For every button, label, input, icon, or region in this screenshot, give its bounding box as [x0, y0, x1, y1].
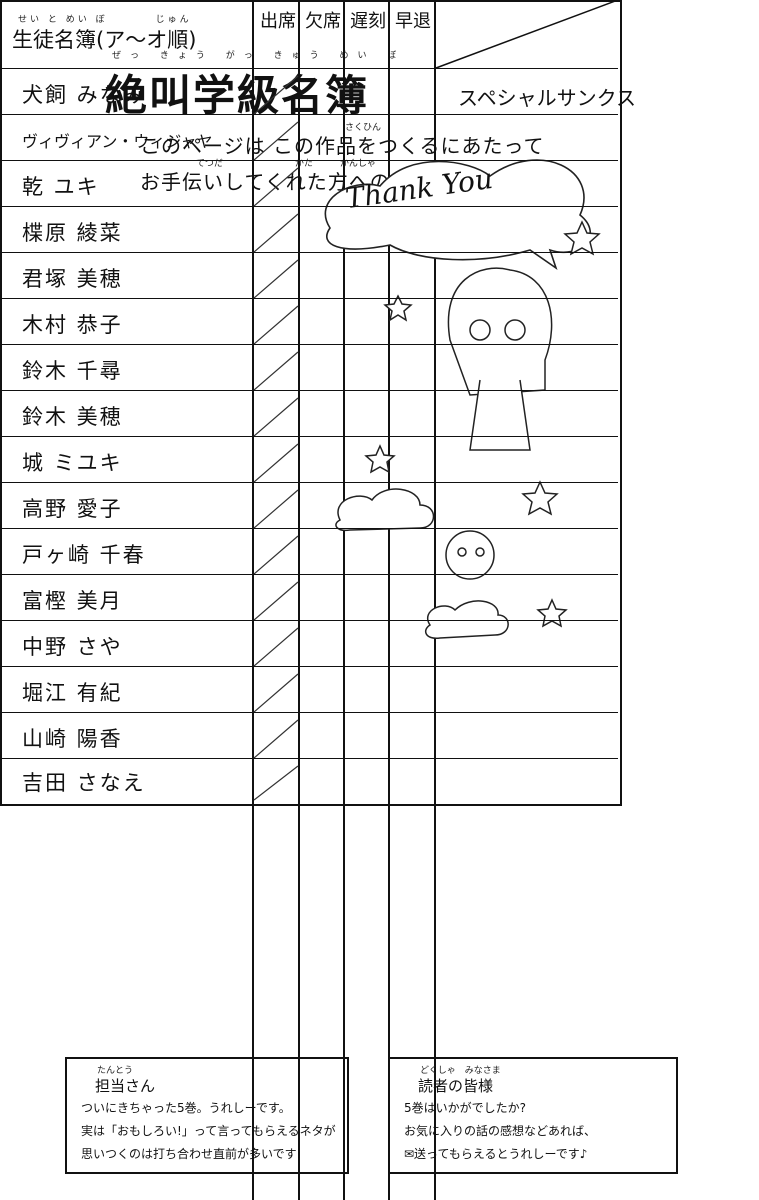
student-name: 木村 恭子 [22, 313, 123, 337]
student-name: 鈴木 美穂 [22, 405, 123, 429]
divider [0, 160, 618, 161]
student-name: 富樫 美月 [22, 589, 123, 613]
readers-note-line: ✉送ってもらえるとうれしーです♪ [404, 1147, 588, 1161]
divider [0, 758, 618, 759]
student-name: 中野 さや [22, 635, 123, 659]
readers-note-line: お気に入りの話の感想などあれば、 [404, 1124, 597, 1138]
star-icon [383, 294, 413, 322]
page-subtitle: スペシャルサンクス [458, 86, 636, 110]
divider [0, 298, 618, 299]
student-name: 乾 ユキ [22, 175, 100, 199]
divider [298, 0, 300, 1200]
intro-line-1: このページは この作品をつくるにあたって [140, 134, 545, 158]
cloud-icon [335, 488, 435, 532]
student-name: 吉田 さなえ [22, 771, 146, 795]
cloud-icon [424, 600, 509, 639]
divider [343, 0, 345, 1200]
divider [434, 0, 436, 1200]
student-name: 楪原 綾菜 [22, 221, 123, 245]
divider [0, 482, 618, 483]
editor-note-line: 思いつくのは打ち合わせ直前が多いです! [81, 1147, 302, 1161]
column-absent: 欠席 [305, 11, 341, 32]
divider [0, 528, 618, 529]
divider [388, 0, 390, 1200]
divider [0, 252, 618, 253]
title-ruby: ぜっ きょう がっ きゅう めい ぼ [112, 51, 406, 61]
student-name: 堀江 有紀 [22, 681, 123, 705]
student-name: 戸ヶ崎 千春 [22, 543, 146, 567]
column-attend: 出席 [260, 11, 296, 32]
editor-label: 担当さん [95, 1077, 156, 1095]
student-name: 鈴木 千尋 [22, 359, 123, 383]
editor-note-box: たんとう 担当さん ついにきちゃった5巻。うれしーです。 実は「おもしろい!」っ… [65, 1057, 349, 1174]
intro-ruby-1: さくひん [345, 123, 382, 133]
editor-note-line: ついにきちゃった5巻。うれしーです。 [81, 1101, 291, 1115]
table-diagonals [253, 0, 618, 801]
readers-note-box: どくしゃ みなさま 読者の皆様 5巻はいかがでしたか? お気に入りの話の感想など… [388, 1057, 678, 1174]
editor-note-line: 実は「おもしろい!」って言ってもらえるネタが [81, 1124, 336, 1138]
column-late: 遅刻 [350, 11, 386, 32]
student-name: 山崎 陽香 [22, 727, 123, 751]
readers-note-line: 5巻はいかがでしたか? [404, 1101, 527, 1115]
girl-doodle-icon [447, 267, 553, 451]
page-title: 絶叫学級名簿 [105, 71, 370, 120]
mascot-icon [445, 530, 495, 580]
roster-header-ruby: せい と めい ぼ じゅん [18, 15, 192, 25]
divider [0, 574, 618, 575]
student-name: 君塚 美穂 [22, 267, 123, 291]
intro-ruby-2: てつだ かた かんしゃ [196, 159, 376, 169]
divider [0, 344, 618, 345]
divider [0, 436, 618, 437]
divider [0, 114, 618, 115]
roster-header-label: 生徒名簿(ア～オ順) [12, 28, 197, 52]
divider [0, 390, 618, 391]
divider [252, 0, 254, 1200]
divider [0, 68, 618, 69]
star-icon [536, 598, 568, 628]
star-icon [521, 480, 559, 516]
divider [0, 620, 618, 621]
star-icon [563, 220, 601, 256]
column-early-leave: 早退 [395, 11, 431, 32]
student-name: 犬飼 みなみ [22, 83, 146, 107]
divider [0, 712, 618, 713]
star-icon [364, 444, 396, 474]
readers-label-ruby: どくしゃ みなさま [420, 1066, 501, 1076]
student-name: 城 ミユキ [22, 451, 123, 475]
divider [0, 206, 618, 207]
editor-label-ruby: たんとう [97, 1066, 134, 1076]
readers-label: 読者の皆様 [418, 1077, 494, 1095]
student-name: 高野 愛子 [22, 497, 123, 521]
speech-bubble-icon [324, 159, 592, 271]
student-name: ヴィヴィアン・ウィジャヤ [22, 132, 213, 151]
divider [0, 666, 618, 667]
roster-table: せい と めい ぼ じゅん 生徒名簿(ア～オ順) 出席 欠席 遅刻 早退 [0, 0, 622, 1200]
